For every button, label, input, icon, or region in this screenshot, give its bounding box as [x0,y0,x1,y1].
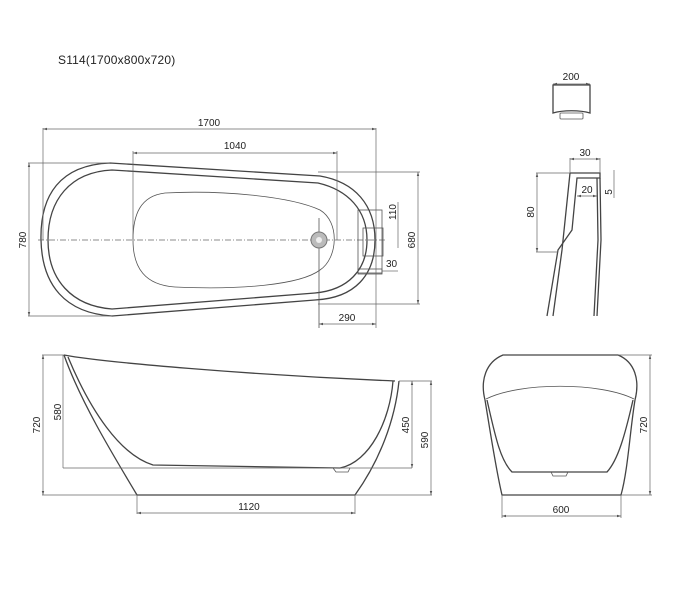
rim-section-view: 30 20 5 80 [526,148,615,317]
dim-headrest-width: 200 [563,72,580,83]
top-plan-view: 1700 1040 780 680 110 30 290 [18,118,420,328]
dim-overflow-offset: 30 [386,259,398,270]
dim-lip: 5 [604,189,615,195]
dim-inner-width: 20 [581,185,593,196]
end-elevation-view: 720 600 [482,354,652,518]
dim-overall-length: 1700 [198,118,221,129]
dim-depth: 80 [526,206,537,218]
dim-end-height: 720 [639,416,650,433]
dim-base-length: 1120 [238,502,260,513]
dim-overall-width: 780 [18,231,29,248]
dim-side-height: 720 [32,416,43,433]
dim-drain-offset: 290 [339,313,356,324]
dim-inner-depth-head: 580 [53,403,64,420]
headrest-detail-view: 200 [552,72,591,120]
dim-inner-length: 1040 [224,141,247,152]
side-elevation-view: 720 580 450 590 1120 [32,354,433,515]
dim-foot-end-height: 590 [420,431,431,448]
drawing-title: S114(1700x800x720) [58,53,176,67]
dim-base-width: 600 [553,505,570,516]
dim-overflow-height: 110 [388,204,399,220]
dim-foot-width: 680 [407,231,418,248]
dim-rim-width: 30 [579,148,591,159]
dim-inner-depth-foot: 450 [401,416,412,433]
